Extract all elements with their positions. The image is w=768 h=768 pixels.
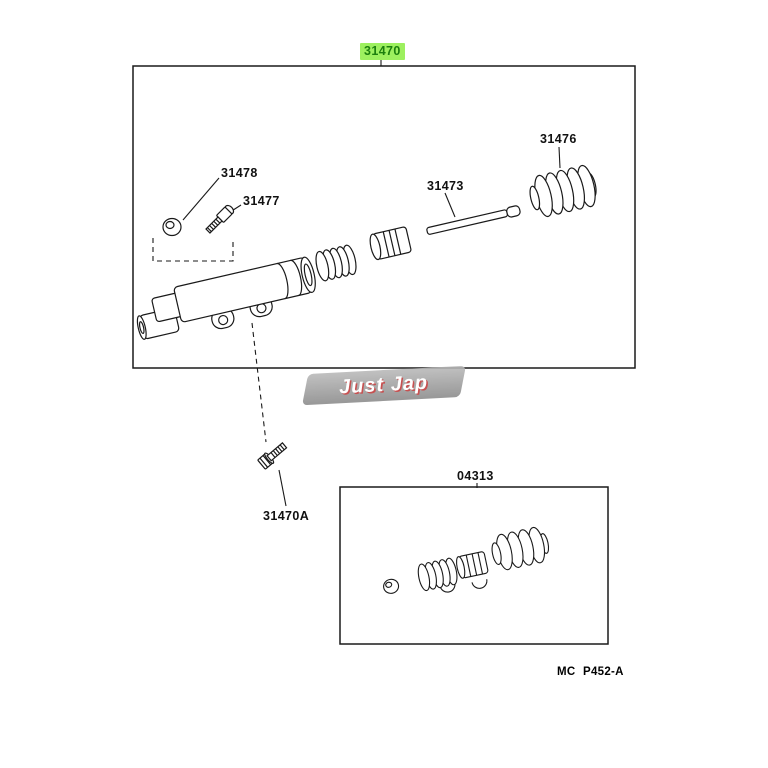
mount-bolt-drawing bbox=[257, 442, 288, 470]
drawing-code: MC P452-A bbox=[557, 666, 624, 678]
part-number-31473: 31473 bbox=[427, 179, 464, 193]
part-number-31470A: 31470A bbox=[263, 509, 310, 523]
watermark-text: Just Jap bbox=[338, 371, 430, 399]
part-number-31470: 31470 bbox=[360, 43, 405, 60]
repair-kit-box bbox=[339, 486, 609, 645]
piston-drawing bbox=[369, 226, 412, 261]
boot-drawing bbox=[529, 164, 597, 218]
spring-drawing bbox=[315, 244, 357, 282]
push-rod-drawing bbox=[426, 205, 521, 235]
slave-cylinder-body-drawing bbox=[136, 256, 316, 340]
repair-kit-drawing bbox=[383, 526, 550, 594]
bleeder-screw-drawing bbox=[205, 204, 235, 234]
part-number-31478: 31478 bbox=[221, 166, 258, 180]
main-assembly-box bbox=[132, 65, 636, 369]
dashed-guides bbox=[152, 238, 267, 443]
part-number-31476: 31476 bbox=[540, 132, 577, 146]
part-number-31477: 31477 bbox=[243, 194, 280, 208]
part-number-04313: 04313 bbox=[457, 469, 494, 483]
bleeder-cap-drawing bbox=[162, 217, 182, 237]
